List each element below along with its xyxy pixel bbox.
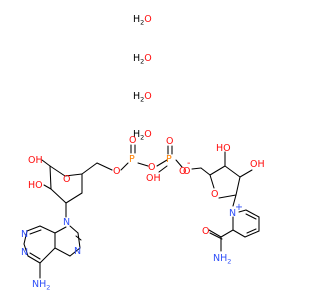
phosphate-1-label: P (129, 154, 135, 165)
adenosine-oh-label: OH (28, 155, 43, 166)
nicotinamide-ester-o-label: O (183, 166, 190, 177)
water-1: H2O (133, 14, 152, 27)
water-2: H2O (133, 53, 152, 66)
nicotinamide-ring-o-label: O (211, 189, 218, 200)
phosphate-2-double-o-label: O (166, 136, 173, 147)
pyridinium-plus-charge: + (235, 202, 243, 213)
adenine-n9-label: N (63, 217, 70, 228)
phosphate-1-double-o-label: O (129, 135, 136, 146)
adenosine-ester-o-label: O (113, 166, 120, 177)
adenosine-ring-o-label: O (63, 174, 70, 185)
bond-lines (23, 144, 260, 279)
phosphate-minus-charge: - (187, 158, 190, 169)
adenine-n3-label: N (21, 229, 28, 240)
adenine-n1-label: N (21, 247, 28, 258)
water-molecules: H2O H2O H2O H2O (133, 14, 152, 142)
pyridinium-n-label: N (229, 208, 236, 219)
nicotinamide-riboside-group: HO OH O O N + O NH2 (183, 143, 265, 266)
adenine-amine-label: NH2 (32, 279, 50, 292)
phosphate-2-label: P (166, 154, 172, 165)
phosphate-oh-label: OH (146, 173, 161, 184)
phosphate-group: O P O O P OH O - (129, 135, 190, 184)
amide-nh2-label: NH2 (213, 253, 231, 266)
nicotinamide-ho-label: HO (216, 143, 231, 154)
molecule-structure-diagram: H2O H2O H2O H2O (21, 14, 265, 292)
nicotinamide-oh-label: OH (250, 159, 265, 170)
water-4: H2O (133, 129, 152, 142)
water-3: H2O (133, 91, 152, 104)
phosphate-o-minus-label: O (179, 166, 186, 177)
amide-o-label: O (202, 226, 209, 237)
adenosine-ho-label: HO (28, 180, 43, 191)
adenosine-group: OH HO O O N N N N NH2 (21, 155, 120, 292)
adenine-n7-label: N (74, 246, 81, 257)
phosphate-bridge-o-label: O (148, 162, 155, 173)
